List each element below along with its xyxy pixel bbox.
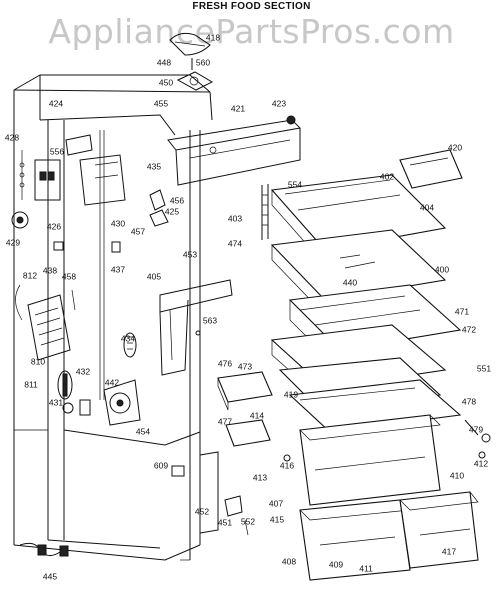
callout: 471 xyxy=(455,306,469,316)
callout: 423 xyxy=(272,98,286,108)
hardware-small xyxy=(195,115,491,462)
bracket-405 xyxy=(159,279,233,376)
callout: 477 xyxy=(218,416,232,426)
shelf-402-top xyxy=(270,174,447,266)
callout: 609 xyxy=(154,460,168,470)
callout: 812 xyxy=(23,270,37,280)
thermostat-knob xyxy=(11,211,29,229)
callout: 400 xyxy=(435,264,449,274)
callout: 551 xyxy=(477,363,491,373)
callout: 409 xyxy=(329,559,343,569)
light-shield xyxy=(169,32,214,91)
callout: 451 xyxy=(218,517,232,527)
callout: 410 xyxy=(450,470,464,480)
callout: 435 xyxy=(147,161,161,171)
callout: 438 xyxy=(43,265,57,275)
callout: 473 xyxy=(238,361,252,371)
callout: 430 xyxy=(111,218,125,228)
callout: 456 xyxy=(170,195,184,205)
shelf-support-403 xyxy=(261,184,269,240)
callout: 417 xyxy=(442,546,456,556)
meat-pan-414 xyxy=(299,414,441,506)
callout: 412 xyxy=(474,458,488,468)
callout: 450 xyxy=(159,77,173,87)
fan-assembly-442 xyxy=(103,332,141,426)
callout: 432 xyxy=(76,366,90,376)
callout: 452 xyxy=(195,506,209,516)
callout: 420 xyxy=(448,142,462,152)
callout: 437 xyxy=(111,264,125,274)
power-cord-445 xyxy=(19,542,69,557)
callout: 413 xyxy=(253,472,267,482)
page-title: FRESH FOOD SECTION xyxy=(192,1,311,12)
callout: 411 xyxy=(359,563,373,573)
small-parts-left xyxy=(53,189,169,253)
cabinet-liner xyxy=(13,74,213,561)
callout: 552 xyxy=(241,516,255,526)
callout: 403 xyxy=(228,213,242,223)
callout: 405 xyxy=(147,271,161,281)
callout: 458 xyxy=(62,271,76,281)
callout: 554 xyxy=(288,179,302,189)
watermark: AppliancePartsPros.com xyxy=(48,12,455,51)
drawer-408-left xyxy=(299,499,411,581)
callout: 556 xyxy=(50,146,64,156)
damper-control xyxy=(19,134,126,206)
bottom-hinge xyxy=(171,451,249,536)
callout: 428 xyxy=(5,132,19,142)
callout: 563 xyxy=(203,315,217,325)
callout: 434 xyxy=(121,333,135,343)
callout: 421 xyxy=(231,103,245,113)
callout: 402 xyxy=(380,171,394,181)
heater-810 xyxy=(15,284,76,361)
callout: 457 xyxy=(131,226,145,236)
callout: 478 xyxy=(462,396,476,406)
callout: 418 xyxy=(206,32,220,42)
dairy-tray-476 xyxy=(217,371,273,447)
callout: 474 xyxy=(228,238,242,248)
callout: 415 xyxy=(270,514,284,524)
callout: 445 xyxy=(43,571,57,581)
callout: 479 xyxy=(469,424,483,434)
callout: 425 xyxy=(165,206,179,216)
callout: 426 xyxy=(47,221,61,231)
callout: 429 xyxy=(6,237,20,247)
callout: 424 xyxy=(49,98,63,108)
callout: 440 xyxy=(343,277,357,287)
control-housing xyxy=(167,119,302,186)
callout: 419 xyxy=(284,389,298,399)
egg-tray-420 xyxy=(399,149,463,189)
callout: 810 xyxy=(31,356,45,366)
callout: 416 xyxy=(280,460,294,470)
callout: 476 xyxy=(218,358,232,368)
callout: 811 xyxy=(24,379,38,389)
callout: 448 xyxy=(157,57,171,67)
callout: 404 xyxy=(420,202,434,212)
callout: 560 xyxy=(196,57,210,67)
light-socket-432 xyxy=(57,370,91,416)
callout-labels: 418 560 448 450 455 421 423 424 428 556 … xyxy=(5,32,491,581)
callout: 453 xyxy=(183,249,197,259)
drawer-408-right xyxy=(399,491,479,569)
callout: 407 xyxy=(269,498,283,508)
callout: 442 xyxy=(105,377,119,387)
callout: 431 xyxy=(49,397,63,407)
callout: 455 xyxy=(154,98,168,108)
callout: 408 xyxy=(282,556,296,566)
callout: 414 xyxy=(250,410,264,420)
callout: 472 xyxy=(462,324,476,334)
callout: 454 xyxy=(136,426,150,436)
